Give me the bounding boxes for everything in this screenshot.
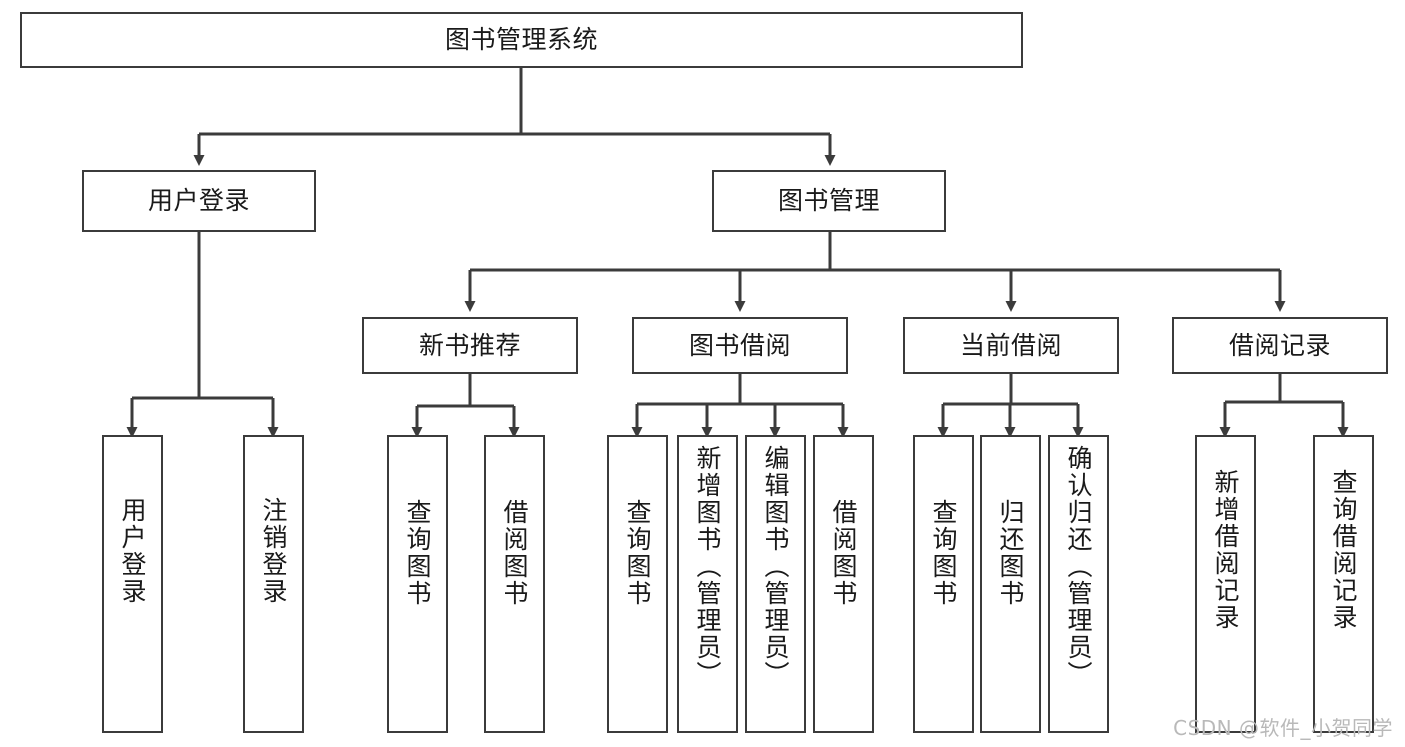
node-leaf-borrow-borrow-book[interactable]: 借阅图书 (813, 435, 874, 733)
node-leaf-current-query-book[interactable]: 查询图书 (913, 435, 974, 733)
node-label: 图书借阅 (688, 330, 791, 360)
node-book-borrowing[interactable]: 图书借阅 (632, 317, 848, 374)
node-leaf-user-login-signin[interactable]: 用户登录 (102, 435, 163, 733)
node-label: 编辑图书（管理员） (761, 445, 790, 688)
node-leaf-borrow-query-book[interactable]: 查询图书 (607, 435, 668, 733)
node-leaf-new-book-query[interactable]: 查询图书 (387, 435, 448, 733)
node-leaf-borrow-add-book-admin[interactable]: 新增图书（管理员） (677, 435, 738, 733)
node-borrowing-record[interactable]: 借阅记录 (1172, 317, 1388, 374)
node-label: 注销登录 (259, 497, 288, 605)
node-label: 用户登录 (147, 186, 250, 216)
node-label: 新增图书（管理员） (693, 445, 722, 688)
node-label: 确认归还（管理员） (1064, 445, 1093, 688)
node-label: 当前借阅 (959, 330, 1062, 360)
node-label: 新增借阅记录 (1211, 469, 1240, 631)
node-label: 借阅图书 (500, 499, 529, 607)
node-new-book-recommendation[interactable]: 新书推荐 (362, 317, 578, 374)
node-label: 图书管理 (777, 186, 880, 216)
node-root-book-management-system[interactable]: 图书管理系统 (20, 12, 1023, 68)
node-label: 查询图书 (929, 499, 958, 607)
node-user-login[interactable]: 用户登录 (82, 170, 316, 232)
node-label: 查询图书 (623, 499, 652, 607)
node-label: 查询借阅记录 (1329, 469, 1358, 631)
node-leaf-record-query-record[interactable]: 查询借阅记录 (1313, 435, 1374, 733)
node-leaf-borrow-edit-book-admin[interactable]: 编辑图书（管理员） (745, 435, 806, 733)
node-leaf-user-login-signout[interactable]: 注销登录 (243, 435, 304, 733)
node-leaf-new-book-borrow[interactable]: 借阅图书 (484, 435, 545, 733)
node-label: 用户登录 (118, 497, 147, 605)
node-book-management[interactable]: 图书管理 (712, 170, 946, 232)
node-label: 查询图书 (403, 499, 432, 607)
node-current-borrowing[interactable]: 当前借阅 (903, 317, 1119, 374)
node-label: 借阅记录 (1228, 330, 1331, 360)
node-label: 借阅图书 (829, 499, 858, 607)
node-label: 图书管理系统 (444, 25, 598, 55)
node-leaf-current-return-book[interactable]: 归还图书 (980, 435, 1041, 733)
node-label: 归还图书 (996, 499, 1025, 607)
node-label: 新书推荐 (418, 330, 521, 360)
watermark: CSDN @软件_小贺同学 (1173, 716, 1393, 740)
node-leaf-record-add-record[interactable]: 新增借阅记录 (1195, 435, 1256, 733)
node-leaf-current-confirm-return-admin[interactable]: 确认归还（管理员） (1048, 435, 1109, 733)
